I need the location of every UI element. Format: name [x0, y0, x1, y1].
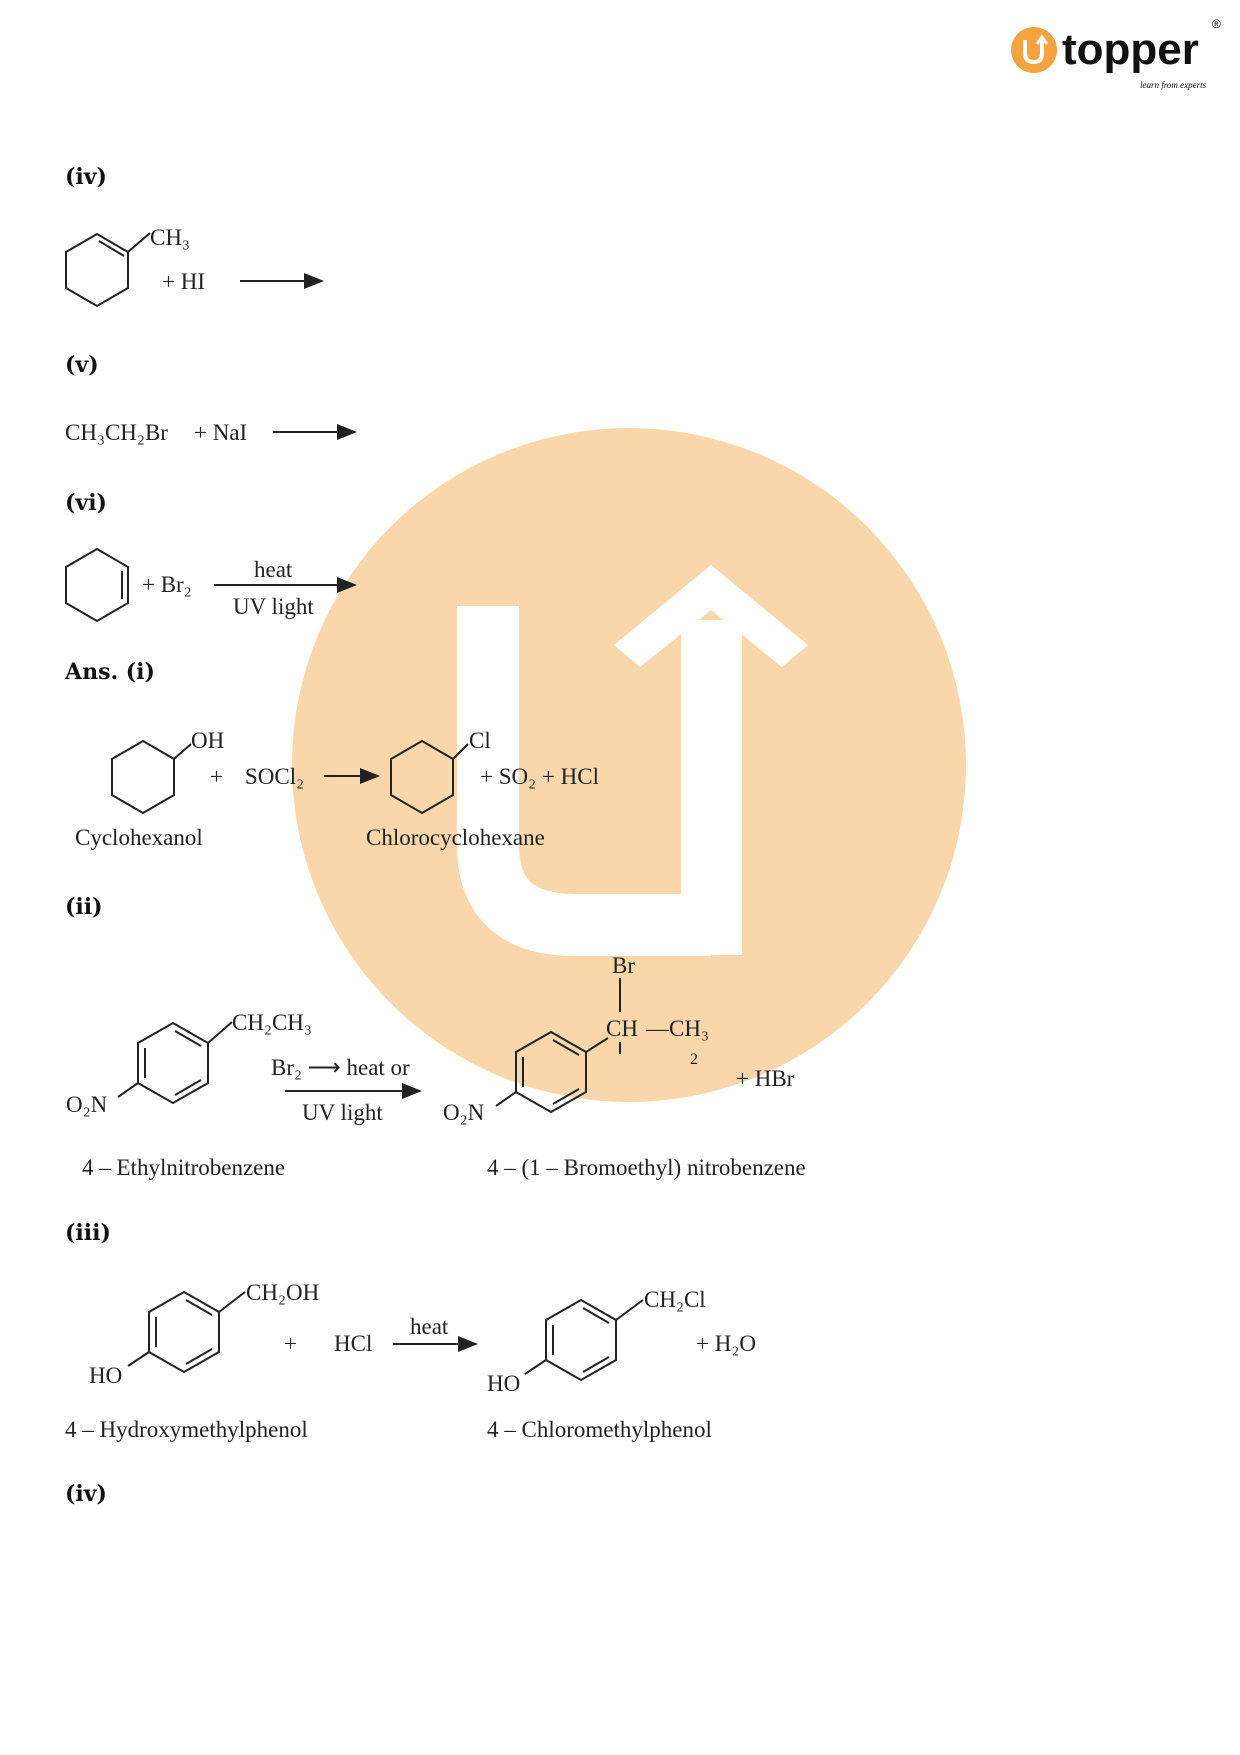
answer-i-label: Ans. (i)	[64, 659, 155, 685]
topper-watermark	[292, 428, 966, 1102]
answer-ii-sub2: 2	[690, 1051, 698, 1068]
logo-brand: topper	[1062, 25, 1199, 74]
answer-iii-plus: +	[284, 1331, 297, 1356]
question-iv-label: (iv)	[65, 164, 107, 190]
question-iv-substituent: CH₃	[150, 225, 190, 250]
chlorocyclohexane-structure	[390, 739, 469, 815]
answer-ii-ch: CH	[606, 1016, 638, 1041]
logo-tagline: learn from experts	[1140, 80, 1207, 90]
question-vi-condition-top: heat	[254, 557, 293, 582]
bromoethylnitrobenzene-structure	[495, 978, 621, 1114]
answer-ii-reactant-name: 4 – Ethylnitrobenzene	[82, 1155, 285, 1180]
answer-iii-byproduct: + H₂O	[696, 1331, 756, 1356]
answer-i-product-name: Chlorocyclohexane	[366, 825, 545, 850]
logo-registered: ®	[1212, 17, 1221, 31]
question-vi-label: (vi)	[65, 490, 107, 516]
chloromethylphenol-structure	[524, 1298, 644, 1382]
cyclohexene-structure	[65, 547, 129, 623]
answer-i-reactant-name: Cyclohexanol	[75, 825, 203, 850]
question-vi-reagent: + Br₂	[142, 572, 192, 597]
question-vi-condition-bottom: UV light	[233, 594, 314, 619]
answer-iii-reagent: HCl	[334, 1331, 372, 1356]
answer-ii-product-name: 4 – (1 – Bromoethyl) nitrobenzene	[487, 1155, 806, 1180]
answer-i-reagent: SOCl₂	[245, 764, 304, 789]
watermark-circle-icon	[292, 428, 966, 1102]
question-v-label: (v)	[65, 352, 99, 378]
question-v-reactant: CH₃CH₂Br	[65, 420, 168, 445]
answer-ii-condition-top: Br₂ ⟶ heat or	[271, 1055, 410, 1080]
ethylnitrobenzene-structure	[117, 1021, 233, 1105]
cyclohexanol-structure	[111, 739, 192, 815]
answer-iii-ho: HO	[89, 1363, 122, 1388]
answer-ii-substituent: CH₂CH₃	[232, 1010, 312, 1035]
methylcyclohexene-structure	[65, 232, 151, 308]
answer-ii-br: Br	[612, 953, 635, 978]
answer-iii-reactant-name: 4 – Hydroxymethylphenol	[65, 1417, 308, 1442]
watermark-u-icon	[457, 606, 711, 956]
answer-i-products: + SO₂ + HCl	[480, 764, 599, 789]
question-v-reagent: + NaI	[194, 420, 247, 445]
answer-iii-condition: heat	[410, 1314, 449, 1339]
answer-ii-nitro: O₂N	[66, 1092, 108, 1117]
answer-ii-byproduct: + HBr	[736, 1066, 795, 1091]
answer-iii-product-substituent: CH₂Cl	[644, 1287, 706, 1312]
answer-ii-ch3: —CH₃	[645, 1016, 709, 1041]
answer-ii-condition-bottom: UV light	[302, 1100, 383, 1125]
answer-iv-label: (iv)	[65, 1481, 107, 1507]
answer-ii-product-nitro: O₂N	[443, 1100, 485, 1125]
answer-i-cl: Cl	[469, 728, 491, 753]
answer-iii-substituent: CH₂OH	[246, 1280, 319, 1305]
logo-circle-icon	[1011, 27, 1057, 73]
answer-i-plus: +	[210, 764, 223, 789]
answer-iii-label: (iii)	[65, 1220, 111, 1246]
watermark-arrow-icon	[614, 565, 808, 667]
hydroxymethylphenol-structure	[127, 1290, 246, 1374]
answer-ii-label: (ii)	[65, 894, 103, 920]
answer-iii-product-ho: HO	[487, 1371, 520, 1396]
question-iv-reagent: + HI	[162, 269, 205, 294]
topper-logo: topper ® learn from experts	[1011, 17, 1221, 90]
answer-iii-product-name: 4 – Chloromethylphenol	[487, 1417, 712, 1442]
answer-i-oh: OH	[191, 728, 224, 753]
